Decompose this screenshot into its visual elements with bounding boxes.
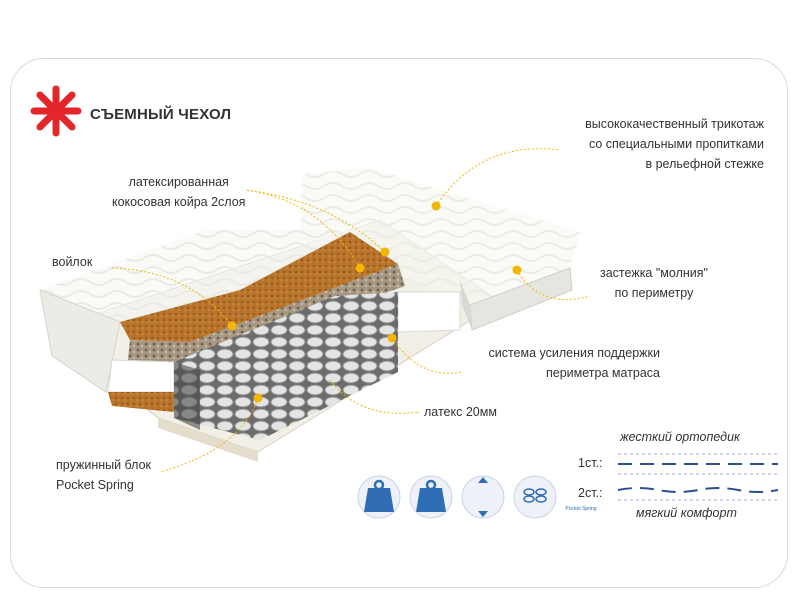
coir-layer-label: латексированная кокосовая койра 2слоя bbox=[112, 172, 245, 212]
red-asterisk-icon bbox=[30, 85, 82, 137]
cover-fabric-label: высококачественный трикотаж со специальн… bbox=[585, 114, 764, 174]
perimeter-support-label: система усиления поддержки периметра мат… bbox=[462, 343, 660, 383]
latex-layer-label: латекс 20мм bbox=[424, 405, 497, 419]
legend-soft-label: мягкий комфорт bbox=[636, 506, 737, 520]
felt-layer-label: войлок bbox=[52, 255, 93, 269]
coir-layer-text: латексированная кокосовая койра 2слоя bbox=[112, 175, 246, 209]
height-icon: h19 bbox=[460, 472, 540, 522]
pocket-spring-icon: Pocket Spring bbox=[512, 472, 597, 522]
legend-side1-label: 1ст.: bbox=[578, 456, 603, 470]
feature-badges: 115 110 h19 Pocket Spring bbox=[356, 472, 597, 526]
zipper-text: застежка "молния" по периметру bbox=[600, 266, 708, 300]
firmness-lines-graphic bbox=[618, 453, 778, 501]
weight-110-icon: 110 bbox=[408, 472, 485, 522]
perimeter-support-text: система усиления поддержки периметра мат… bbox=[488, 346, 660, 380]
legend-hard-label: жесткий ортопедик bbox=[620, 430, 740, 444]
cover-fabric-text: высококачественный трикотаж со специальн… bbox=[585, 117, 764, 171]
weight-115-icon: 115 bbox=[356, 472, 433, 522]
spring-block-label: пружинный блок Pocket Spring bbox=[56, 455, 151, 495]
zipper-label: застежка "молния" по периметру bbox=[600, 263, 708, 303]
legend-side2-label: 2ст.: bbox=[578, 486, 603, 500]
spring-block-text: пружинный блок Pocket Spring bbox=[56, 458, 152, 492]
product-feature-title: СЪЕМНЫЙ ЧЕХОЛ bbox=[90, 106, 232, 123]
badge-value: Pocket Spring bbox=[565, 506, 597, 512]
card-frame bbox=[10, 58, 788, 588]
